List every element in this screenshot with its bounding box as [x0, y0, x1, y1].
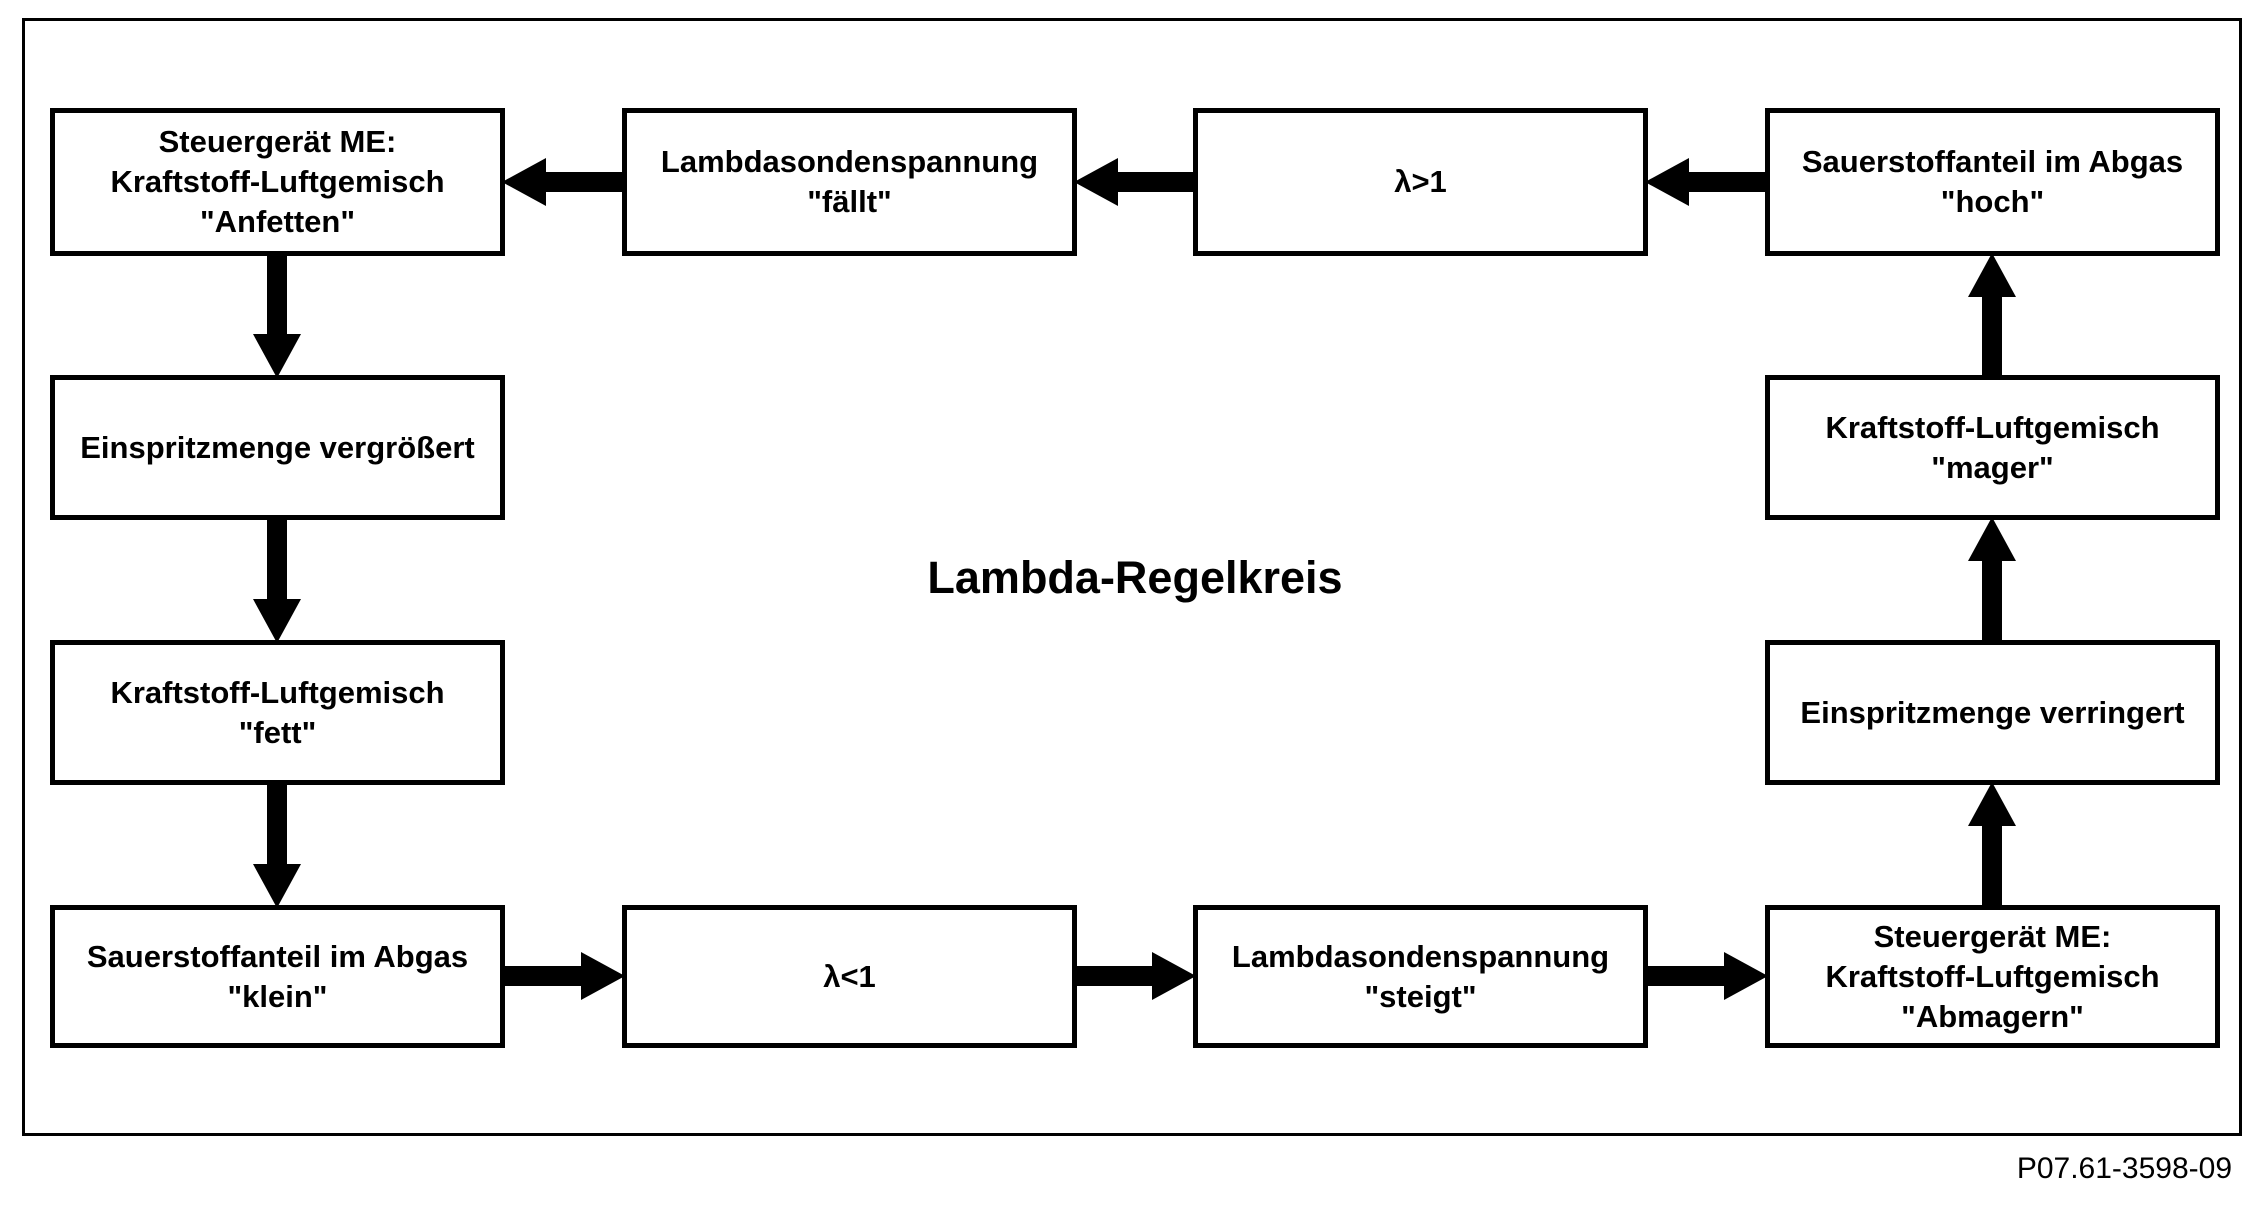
arrow-anfetten-to-vergroessert-icon	[253, 253, 301, 378]
arrow-hoch-to-lambda-gt1-icon	[1645, 158, 1768, 206]
node-kraftstoff-luftgemisch-mager: Kraftstoff-Luftgemisch"mager"	[1765, 375, 2220, 520]
arrow-klein-to-lambda-lt1-icon	[502, 952, 625, 1000]
arrow-abmagern-to-verringert-icon	[1968, 782, 2016, 908]
arrow-verringert-to-mager-icon	[1968, 517, 2016, 643]
diagram-border	[22, 18, 2242, 1136]
node-sauerstoffanteil-hoch: Sauerstoffanteil im Abgas"hoch"	[1765, 108, 2220, 256]
node-kraftstoff-luftgemisch-fett: Kraftstoff-Luftgemisch"fett"	[50, 640, 505, 785]
arrow-faellt-to-anfetten-icon	[502, 158, 625, 206]
node-einspritzmenge-verringert: Einspritzmenge verringert	[1765, 640, 2220, 785]
arrow-fett-to-klein-icon	[253, 782, 301, 908]
arrow-vergroessert-to-fett-icon	[253, 517, 301, 643]
arrow-lambda-lt1-to-steigt-icon	[1074, 952, 1196, 1000]
node-lambda-groesser-1: λ>1	[1193, 108, 1648, 256]
arrow-lambda-gt1-to-faellt-icon	[1074, 158, 1196, 206]
node-steuergeraet-anfetten: Steuergerät ME:Kraftstoff-Luftgemisch"An…	[50, 108, 505, 256]
node-einspritzmenge-vergroessert: Einspritzmenge vergrößert	[50, 375, 505, 520]
node-lambdasondenspannung-faellt: Lambdasondenspannung"fällt"	[622, 108, 1077, 256]
arrow-mager-to-hoch-icon	[1968, 253, 2016, 378]
node-lambda-kleiner-1: λ<1	[622, 905, 1077, 1048]
node-sauerstoffanteil-klein: Sauerstoffanteil im Abgas"klein"	[50, 905, 505, 1048]
node-lambdasondenspannung-steigt: Lambdasondenspannung"steigt"	[1193, 905, 1648, 1048]
figure-code: P07.61-3598-09	[2016, 1152, 2232, 1185]
arrow-steigt-to-abmagern-icon	[1645, 952, 1768, 1000]
diagram-title: Lambda-Regelkreis	[927, 552, 1343, 603]
node-steuergeraet-abmagern: Steuergerät ME:Kraftstoff-Luftgemisch"Ab…	[1765, 905, 2220, 1048]
